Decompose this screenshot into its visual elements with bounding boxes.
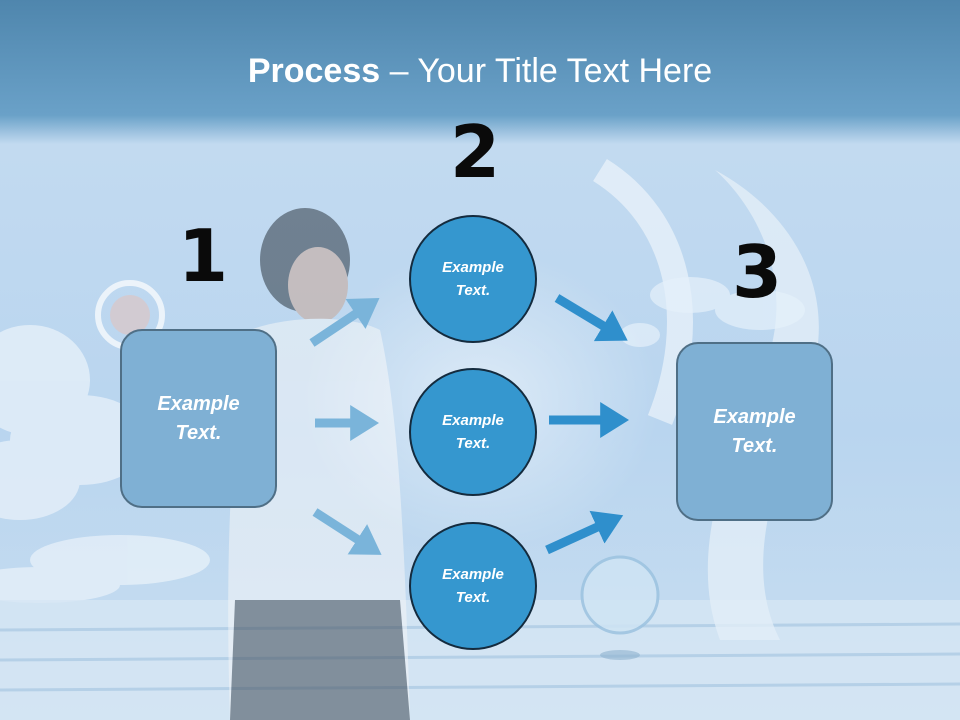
- step-2-circle-top: Example Text.: [409, 215, 537, 343]
- step-2-circle-bottom: Example Text.: [409, 522, 537, 650]
- arrow-1-to-bottom: [312, 508, 382, 555]
- step-1-box: Example Text.: [120, 329, 277, 508]
- step-1-label: Example Text.: [157, 392, 240, 444]
- slide-title: Process – Your Title Text Here: [0, 52, 960, 91]
- title-bold: Process: [247, 52, 381, 90]
- title-rest: – Your Title Text Here: [380, 52, 713, 90]
- step-number-3: 3: [732, 230, 783, 314]
- step-2-circle-middle: Example Text.: [409, 368, 537, 496]
- arrow-top-to-3: [554, 294, 628, 342]
- arrow-1-to-top: [309, 298, 380, 347]
- step-number-1: 1: [178, 214, 229, 298]
- circle-bottom-label: Example Text.: [442, 566, 504, 606]
- step-3-label: Example Text.: [713, 405, 796, 457]
- arrow-bottom-to-3: [545, 510, 624, 555]
- step-3-box: Example Text.: [676, 342, 833, 521]
- circle-top-label: Example Text.: [442, 259, 504, 299]
- circle-middle-label: Example Text.: [442, 412, 504, 452]
- step-number-2: 2: [450, 110, 501, 194]
